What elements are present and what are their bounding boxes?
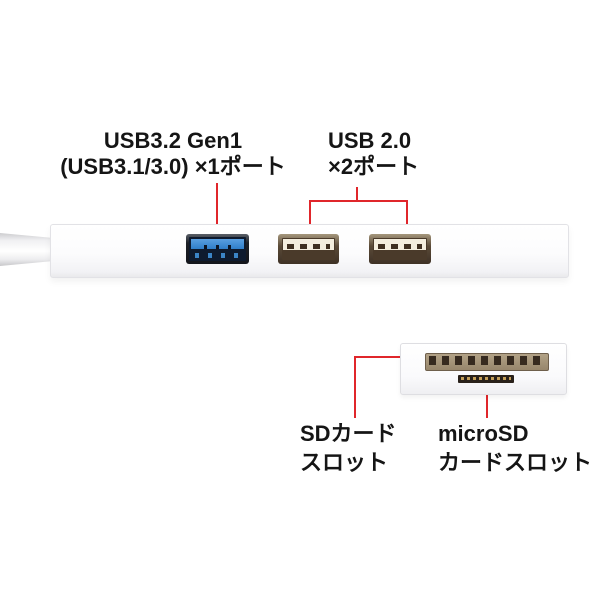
usb3-port (186, 234, 249, 264)
callout-line-usb2-port2 (406, 200, 408, 235)
usb2-port-2-tongue (374, 239, 426, 250)
label-usb2-line1: USB 2.0 (328, 128, 412, 153)
label-usb2-ports: USB 2.0 ×2ポート (328, 128, 419, 180)
callout-line-usb2-branch (309, 200, 408, 202)
hub-end-view (400, 343, 567, 395)
label-usb3-line2: (USB3.1/3.0) ×1ポート (60, 154, 286, 179)
label-microsd-line2: カードスロット (438, 450, 593, 475)
usb3-port-tongue (191, 239, 244, 249)
label-usb3-line1: USB3.2 Gen1 (103, 128, 243, 153)
label-usb3-port: USB3.2 Gen1 (USB3.1/3.0) ×1ポート (40, 128, 306, 180)
usb2-port-1-tongue (283, 239, 334, 250)
label-sd-slot: SDカード スロット (300, 419, 397, 477)
usb2-port-1-cavity (282, 238, 335, 260)
callout-line-sd-vertical (354, 356, 356, 418)
label-sd-line2: スロット (300, 450, 389, 475)
label-microsd-slot: microSD カードスロット (438, 419, 592, 477)
callout-line-sd-horizontal (354, 356, 442, 358)
usb2-port-1 (278, 234, 339, 264)
hub-body-front-view (50, 224, 569, 278)
callout-line-usb2-port1 (309, 200, 311, 235)
callout-line-usb3 (216, 183, 218, 235)
usb3-port-cavity (189, 237, 246, 261)
callout-line-usb2-stem (356, 187, 358, 202)
label-usb2-line2: ×2ポート (328, 154, 420, 179)
sd-card-slot (425, 353, 549, 371)
callout-line-microsd (486, 384, 488, 418)
label-microsd-line1: microSD (438, 421, 529, 446)
microsd-card-slot (458, 375, 514, 383)
usb3-port-pins (195, 253, 240, 258)
usb2-port-2 (369, 234, 431, 264)
usb2-port-2-cavity (373, 238, 427, 260)
label-sd-line1: SDカード (300, 421, 397, 446)
